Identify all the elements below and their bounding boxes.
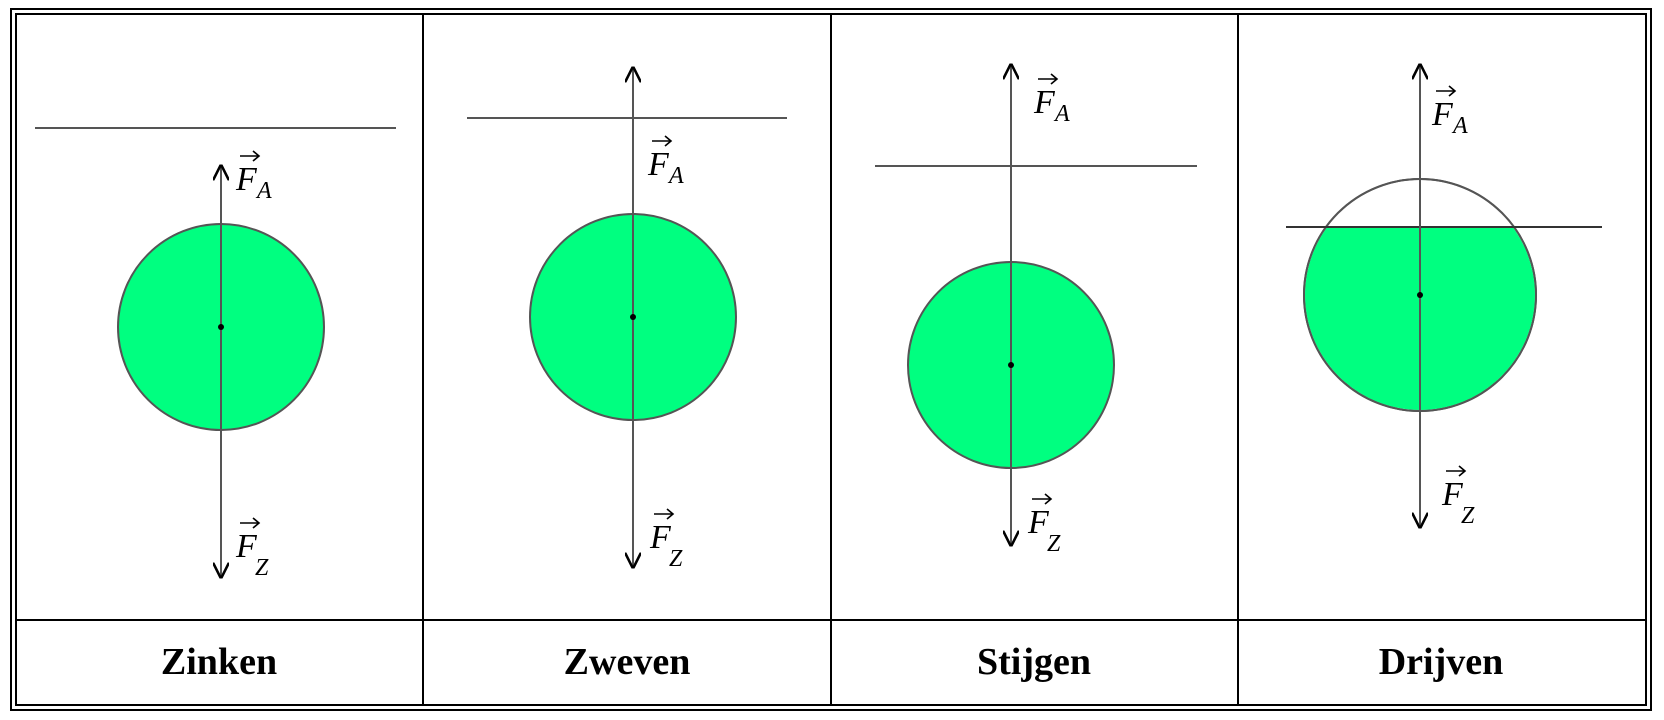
force-symbol: F bbox=[649, 519, 672, 556]
center-dot bbox=[1417, 292, 1423, 298]
force-symbol: F bbox=[1431, 96, 1454, 133]
force-symbol: F bbox=[235, 161, 258, 198]
outer-frame bbox=[10, 8, 1652, 711]
vector-arrow-icon bbox=[240, 150, 261, 162]
vector-arrow-icon bbox=[1446, 465, 1467, 477]
center-dot bbox=[1008, 362, 1014, 368]
panel-label: Drijven bbox=[1379, 641, 1504, 683]
force-label-fa: F A bbox=[1431, 85, 1468, 139]
force-symbol: F bbox=[1441, 476, 1464, 513]
force-subscript: A bbox=[667, 163, 684, 189]
force-label-fz: F Z bbox=[235, 517, 269, 581]
force-subscript: A bbox=[1053, 101, 1070, 127]
force-label-fa: F A bbox=[235, 150, 272, 204]
center-dot bbox=[630, 314, 636, 320]
vector-arrow-icon bbox=[1032, 493, 1053, 505]
vector-arrow-icon bbox=[1038, 73, 1059, 85]
force-label-fz: F Z bbox=[649, 508, 683, 572]
panel-label: Zweven bbox=[564, 641, 691, 683]
panel-zweven: F A F Z Zweven bbox=[467, 68, 787, 683]
force-symbol: F bbox=[1027, 504, 1050, 541]
force-symbol: F bbox=[647, 146, 670, 183]
force-symbol: F bbox=[1033, 84, 1056, 121]
force-subscript: A bbox=[1451, 113, 1468, 139]
force-subscript: Z bbox=[255, 555, 269, 581]
panel-label: Zinken bbox=[161, 641, 277, 683]
vector-arrow-icon bbox=[1436, 85, 1457, 97]
panel-drijven: F A F Z Drijven bbox=[1286, 65, 1602, 683]
force-subscript: A bbox=[255, 178, 272, 204]
vector-arrow-icon bbox=[240, 517, 261, 529]
force-subscript: Z bbox=[669, 546, 683, 572]
force-label-fa: F A bbox=[1033, 73, 1070, 127]
panel-label: Stijgen bbox=[977, 641, 1091, 683]
force-subscript: Z bbox=[1047, 531, 1061, 557]
vector-arrow-icon bbox=[654, 508, 675, 520]
panel-zinken: F A F Z Zinken bbox=[35, 127, 396, 683]
panel-stijgen: F A F Z Stijgen bbox=[875, 65, 1197, 683]
force-subscript: Z bbox=[1461, 503, 1475, 529]
vector-arrow-icon bbox=[652, 135, 673, 147]
force-label-fz: F Z bbox=[1441, 465, 1475, 529]
force-symbol: F bbox=[235, 528, 258, 565]
force-label-fa: F A bbox=[647, 135, 684, 189]
center-dot bbox=[218, 324, 224, 330]
force-label-fz: F Z bbox=[1027, 493, 1061, 557]
